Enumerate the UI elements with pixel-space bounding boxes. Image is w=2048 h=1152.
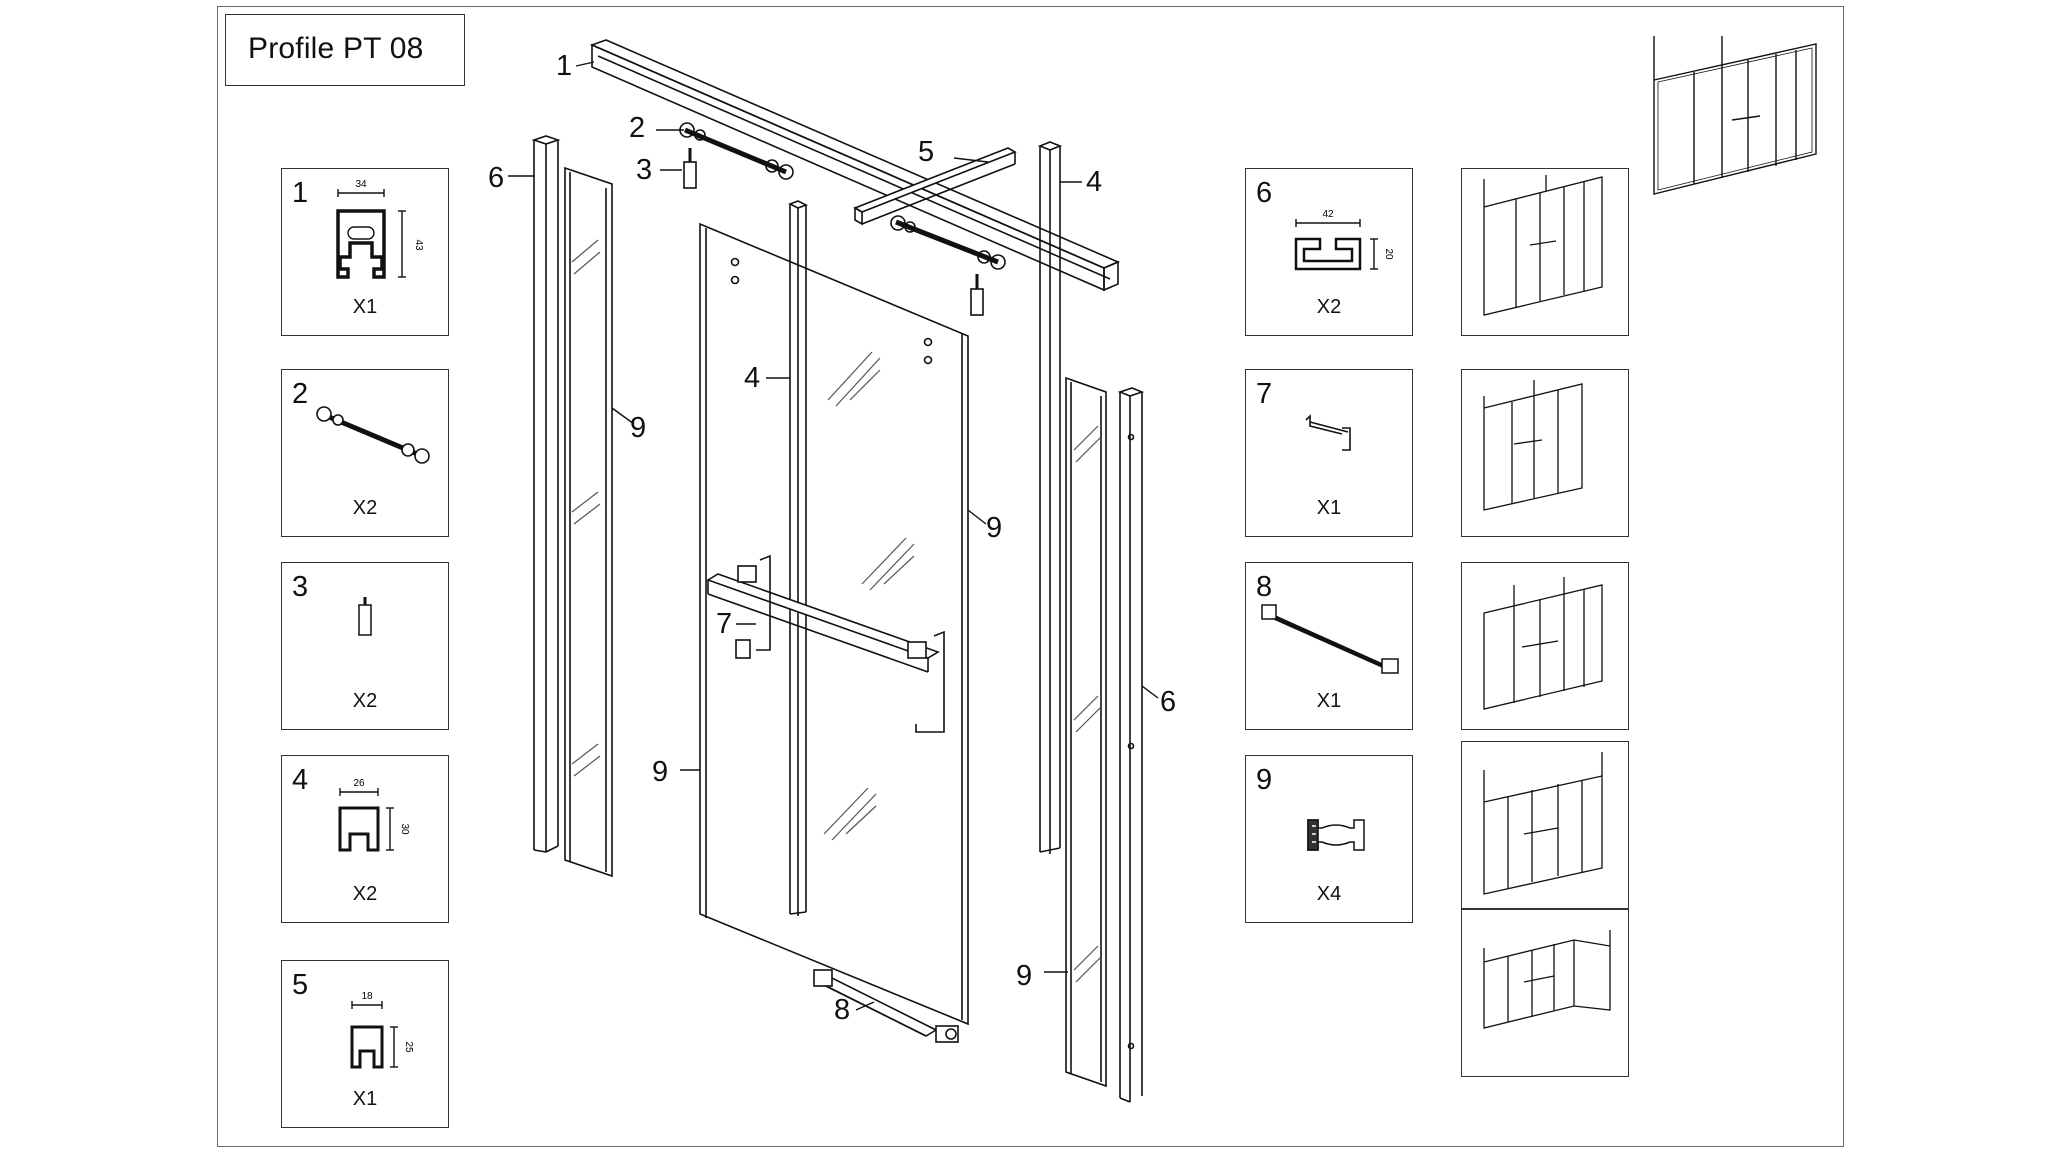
enclosure-config-icon <box>1483 175 1603 316</box>
part-number: 3 <box>292 571 309 603</box>
part-qty: X1 <box>1316 690 1342 712</box>
part-qty: X2 <box>352 690 378 712</box>
callout-wall-left: 6 <box>488 162 505 194</box>
callout-top-rail: 1 <box>556 50 573 82</box>
callout-cross-profile: 5 <box>918 136 935 168</box>
config-thumb-2 <box>1461 369 1629 537</box>
part6-height: 20 <box>1383 248 1394 260</box>
callout-roller: 2 <box>629 112 646 144</box>
part-card-5: 5 18 25 X1 <box>281 960 449 1128</box>
enclosure-config-icon <box>1483 577 1603 710</box>
part-card-4: 4 26 30 X2 <box>281 755 449 923</box>
part-number: 1 <box>292 177 309 209</box>
callout-glass-center-left: 9 <box>652 756 669 788</box>
callout-handle: 7 <box>716 608 733 640</box>
part-number: 4 <box>292 764 309 796</box>
rail-profile-icon: 34 43 <box>336 179 424 279</box>
glass-hatch-marks <box>571 239 1101 983</box>
callout-upright-right: 4 <box>1086 166 1103 198</box>
roller-top-right <box>890 215 1006 270</box>
part-card-9: 9 X4 <box>1245 755 1413 923</box>
part-card-8: 8 X1 <box>1245 562 1413 730</box>
part-number: 6 <box>1256 177 1273 209</box>
part5-height: 25 <box>403 1041 414 1053</box>
page-title: Profile PT 08 <box>248 32 424 65</box>
config-thumb-1 <box>1461 168 1629 336</box>
callout-glass-right: 9 <box>1016 960 1033 992</box>
part-card-6: 6 42 20 X2 <box>1245 168 1413 336</box>
part6-width: 42 <box>1322 209 1334 220</box>
wall-profile-icon: 42 20 <box>1294 209 1394 271</box>
roller-top-left <box>679 122 794 180</box>
upright-profile-right <box>1037 141 1063 854</box>
cross-profile-icon: 18 25 <box>350 991 414 1069</box>
config-preview-top <box>1653 36 1817 195</box>
part-qty: X2 <box>352 497 378 519</box>
enclosure-config-icon <box>1483 752 1603 895</box>
part4-width: 26 <box>353 778 365 789</box>
part-number: 8 <box>1256 571 1273 603</box>
part5-width: 18 <box>361 991 373 1002</box>
callout-glass-center-right: 9 <box>986 512 1003 544</box>
stopper-icon <box>358 597 372 636</box>
stopper-left <box>683 148 697 189</box>
part1-height: 43 <box>413 239 424 251</box>
part-qty: X2 <box>352 883 378 905</box>
leader-lines <box>508 61 1159 1011</box>
enclosure-config-icon <box>1483 930 1611 1029</box>
wall-profile-right <box>1117 387 1145 1103</box>
callout-stopper: 3 <box>636 154 653 186</box>
part4-height: 30 <box>399 823 410 835</box>
config-thumb-4 <box>1461 741 1629 909</box>
part-qty: X2 <box>1316 296 1342 318</box>
callout-bottom-guide: 8 <box>834 994 851 1026</box>
bottom-guide-icon <box>1261 604 1399 674</box>
top-rail <box>589 39 1121 292</box>
handle-bar <box>706 554 945 733</box>
bottom-guide <box>813 969 959 1043</box>
part1-width: 34 <box>355 179 367 190</box>
glass-panel-left <box>564 166 613 878</box>
part-qty: X1 <box>352 296 378 318</box>
part-card-7: 7 X1 <box>1245 369 1413 537</box>
handle-icon <box>1305 414 1351 451</box>
part-card-3: 3 X2 <box>281 562 449 730</box>
glass-panel-center <box>699 222 969 1026</box>
part-qty: X4 <box>1316 883 1342 905</box>
title-box: Profile PT 08 <box>225 14 465 86</box>
upright-profile-center <box>788 200 808 916</box>
callout-upright-center: 4 <box>744 362 761 394</box>
part-number: 9 <box>1256 764 1273 796</box>
enclosure-config-icon <box>1483 380 1583 511</box>
part-card-1: 1 34 43 X1 <box>281 168 449 336</box>
part-number: 2 <box>292 378 309 410</box>
config-thumb-5 <box>1461 909 1629 1077</box>
part-card-2: 2 X2 <box>281 369 449 537</box>
part-number: 7 <box>1256 378 1273 410</box>
part-qty: X1 <box>352 1088 378 1110</box>
upright-profile-icon: 26 30 <box>338 778 410 852</box>
wall-profile-left <box>531 135 561 853</box>
cross-profile <box>853 147 1017 226</box>
glass-clamp-icon <box>1307 819 1365 851</box>
callout-glass-left: 9 <box>630 412 647 444</box>
glass-panel-right <box>1065 376 1107 1088</box>
config-thumb-3 <box>1461 562 1629 730</box>
part-qty: X1 <box>1316 497 1342 519</box>
callout-wall-right: 6 <box>1160 686 1177 718</box>
roller-icon <box>316 406 430 464</box>
part-number: 5 <box>292 969 309 1001</box>
stopper-right <box>970 274 984 316</box>
